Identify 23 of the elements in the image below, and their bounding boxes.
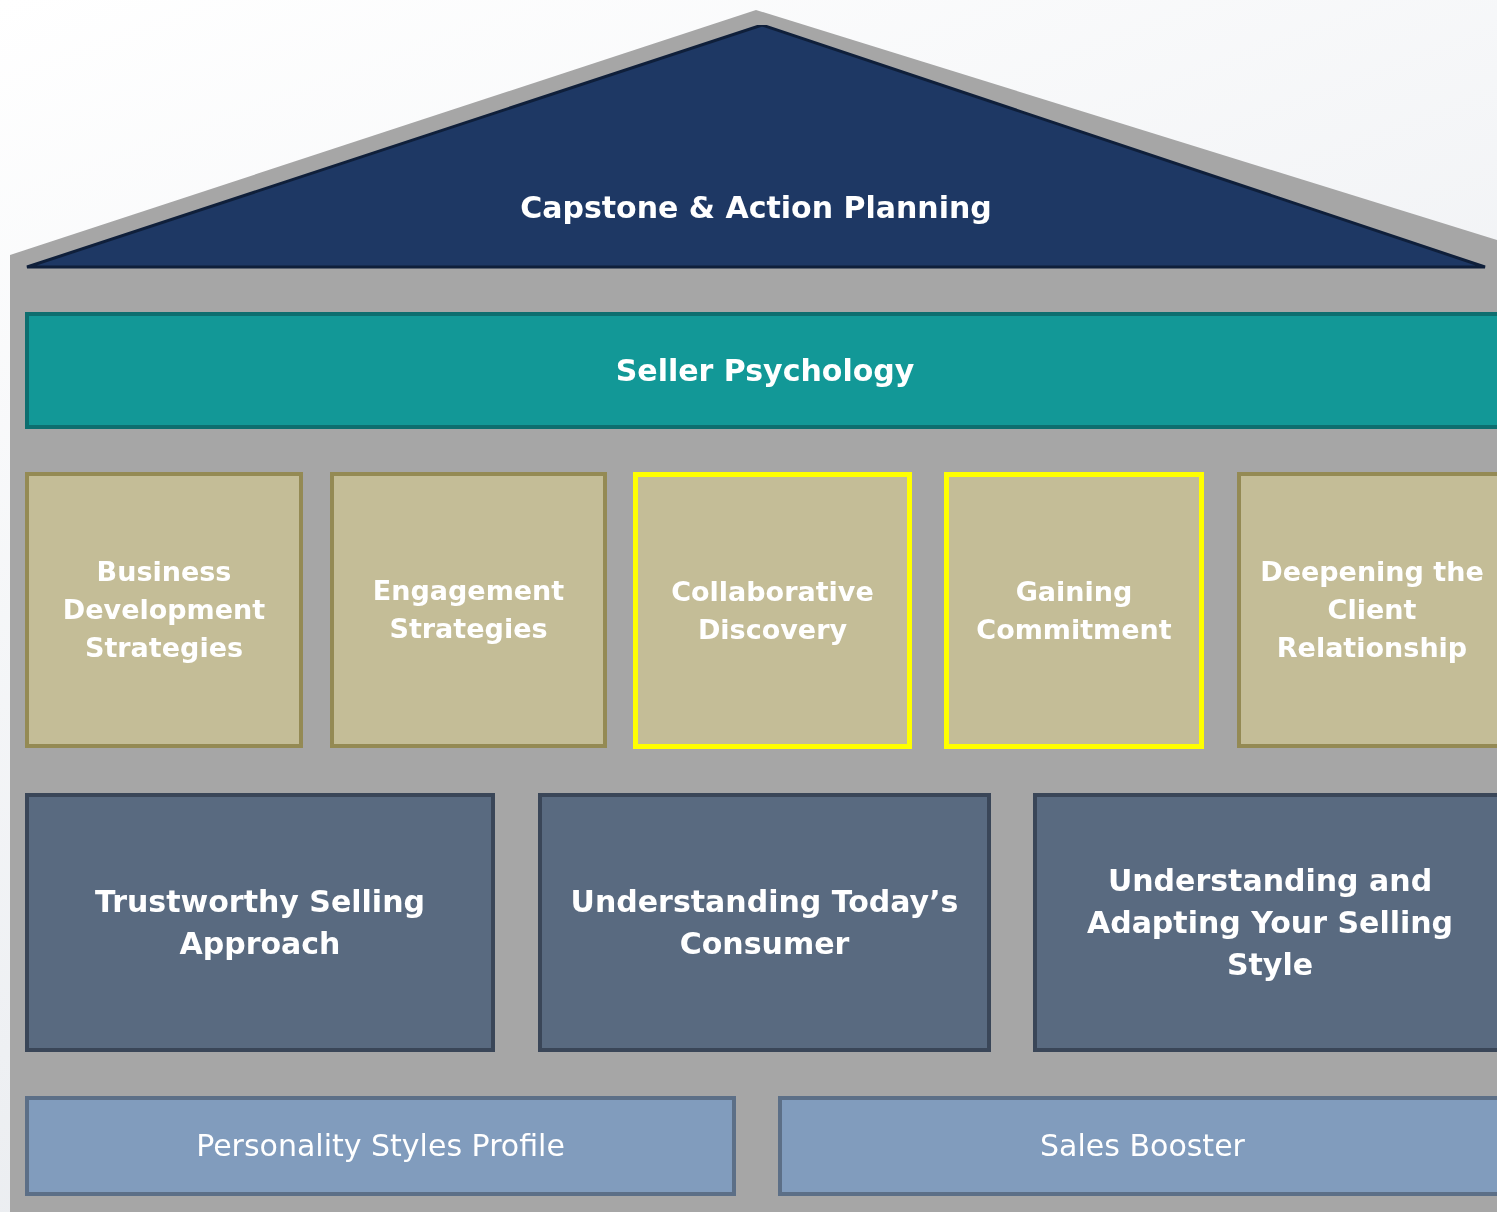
foundation-box [25,793,495,1052]
node-label: Understanding and Adapting Your Selling Style [1085,861,1455,984]
foundation-box [1033,793,1497,1052]
base-bar [25,1096,736,1196]
pillar-box [1237,472,1497,748]
node-label: Sales Booster [1040,1127,1245,1165]
node-label: Personality Styles Profile [196,1127,565,1165]
pillar-box [330,472,607,748]
highlighted-pillar-box [633,472,912,749]
node-label: Understanding Today’s Consumer [569,882,960,963]
node-label: Trustworthy Selling Approach [94,882,426,963]
pillar-box [25,472,303,748]
node-label: Seller Psychology [615,351,915,390]
node-label: Business Development Strategies [61,555,267,665]
node-label: Deepening the Client Relationship [1259,555,1485,665]
highlighted-pillar-box [944,472,1204,749]
band [25,312,1497,429]
node-label: Gaining Commitment [975,574,1173,647]
node-label: Capstone & Action Planning [520,189,992,227]
foundation-box [538,793,991,1052]
base-bar [778,1096,1497,1196]
node-label: Collaborative Discovery [670,574,875,647]
node-label: Engagement Strategies [371,574,566,646]
